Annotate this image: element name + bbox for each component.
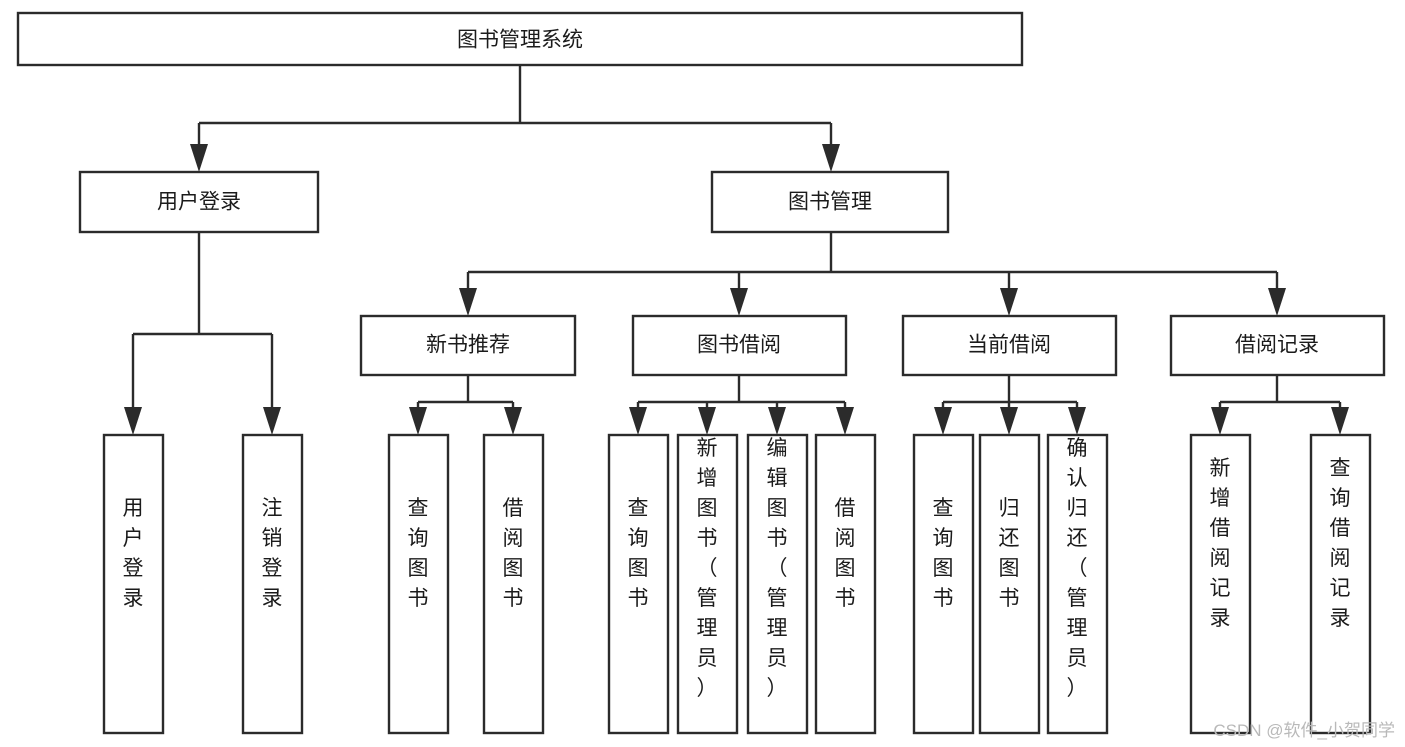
connector-book-management-branch (466, 232, 1279, 292)
arrowhead-leaf-user-login (124, 407, 142, 435)
node-borrow-record[interactable]: 借阅记录 (1169, 314, 1386, 377)
arrowhead-borrow-record (1268, 288, 1286, 316)
node-leaf-query-book-1-label: 查询图书 (408, 497, 429, 610)
node-leaf-user-login-box[interactable] (102, 433, 165, 735)
arrowhead-leaf-query-book-3 (934, 407, 952, 435)
arrowhead-to-user-login (190, 144, 208, 172)
node-root-box[interactable] (16, 11, 1024, 67)
node-book-borrow-box[interactable] (631, 314, 848, 377)
node-leaf-borrow-book-2[interactable]: 借阅图书 (814, 433, 877, 735)
arrowhead-leaf-query-borrow-record (1331, 407, 1349, 435)
node-leaf-logout-login-label: 注销登录 (262, 497, 283, 610)
node-new-book-recommend-box[interactable] (359, 314, 577, 377)
node-leaf-logout-login[interactable]: 注销登录 (241, 433, 304, 735)
arrowhead-current-borrow (1000, 288, 1018, 316)
node-leaf-add-book-box[interactable] (676, 433, 739, 735)
node-leaf-user-login[interactable]: 用户登录 (102, 433, 165, 735)
arrowhead-leaf-logout-login (263, 407, 281, 435)
node-book-borrow[interactable]: 图书借阅 (631, 314, 848, 377)
node-leaf-query-book-2[interactable]: 查询图书 (607, 433, 670, 735)
node-leaf-confirm-return-label: 确认归还（管理员） (1067, 437, 1088, 700)
arrowhead-to-book-management (822, 144, 840, 172)
connector-root-trunk (197, 65, 833, 150)
node-leaf-logout-login-box[interactable] (241, 433, 304, 735)
connector-new-book-recommend-branch (416, 375, 515, 412)
connector-book-borrow-branch (636, 375, 847, 412)
node-borrow-record-box[interactable] (1169, 314, 1386, 377)
node-leaf-edit-book-label: 编辑图书（管理员） (767, 437, 788, 700)
node-current-borrow-label: 当前借阅 (967, 334, 1051, 357)
arrowhead-leaf-query-book-1 (409, 407, 427, 435)
node-root[interactable]: 图书管理系统 (16, 11, 1024, 67)
node-book-management-label: 图书管理 (788, 191, 872, 214)
node-leaf-confirm-return[interactable]: 确认归还（管理员） (1046, 433, 1109, 735)
node-leaf-add-borrow-record[interactable]: 新增借阅记录 (1189, 433, 1252, 735)
node-leaf-query-book-3-label: 查询图书 (933, 497, 954, 610)
node-current-borrow[interactable]: 当前借阅 (901, 314, 1118, 377)
node-leaf-edit-book[interactable]: 编辑图书（管理员） (746, 433, 809, 735)
node-leaf-add-borrow-record-box[interactable] (1189, 433, 1252, 735)
node-root-label: 图书管理系统 (457, 29, 583, 52)
arrowhead-leaf-borrow-book-1 (504, 407, 522, 435)
node-user-login[interactable]: 用户登录 (78, 170, 320, 234)
node-leaf-return-book-box[interactable] (978, 433, 1041, 735)
node-leaf-query-borrow-record[interactable]: 查询借阅记录 (1309, 433, 1372, 735)
node-book-management-box[interactable] (710, 170, 950, 234)
arrowhead-leaf-confirm-return (1068, 407, 1086, 435)
node-leaf-query-book-1[interactable]: 查询图书 (387, 433, 450, 735)
node-user-login-box[interactable] (78, 170, 320, 234)
node-new-book-recommend[interactable]: 新书推荐 (359, 314, 577, 377)
node-leaf-edit-book-box[interactable] (746, 433, 809, 735)
connector-user-login-branch (131, 232, 274, 412)
node-leaf-query-book-1-box[interactable] (387, 433, 450, 735)
node-leaf-add-book-label: 新增图书（管理员） (697, 437, 718, 700)
arrowhead-leaf-return-book (1000, 407, 1018, 435)
arrowhead-leaf-query-book-2 (629, 407, 647, 435)
node-leaf-query-book-3[interactable]: 查询图书 (912, 433, 975, 735)
arrowhead-leaf-add-book (698, 407, 716, 435)
connector-borrow-record-branch (1218, 375, 1342, 412)
node-leaf-borrow-book-1-box[interactable] (482, 433, 545, 735)
arrowhead-new-book-recommend (459, 288, 477, 316)
node-book-borrow-label: 图书借阅 (697, 334, 781, 357)
node-leaf-query-book-2-box[interactable] (607, 433, 670, 735)
arrowhead-leaf-add-borrow-record (1211, 407, 1229, 435)
node-leaf-add-book[interactable]: 新增图书（管理员） (676, 433, 739, 735)
arrowhead-leaf-borrow-book-2 (836, 407, 854, 435)
node-leaf-borrow-book-1[interactable]: 借阅图书 (482, 433, 545, 735)
node-user-login-label: 用户登录 (157, 191, 241, 214)
connector-current-borrow-branch (941, 375, 1079, 412)
node-leaf-user-login-label: 用户登录 (123, 497, 144, 610)
node-leaf-confirm-return-box[interactable] (1046, 433, 1109, 735)
node-leaf-query-borrow-record-label: 查询借阅记录 (1330, 457, 1351, 630)
connector-layer (124, 65, 1349, 435)
node-leaf-query-borrow-record-box[interactable] (1309, 433, 1372, 735)
arrowhead-book-borrow (730, 288, 748, 316)
node-leaf-borrow-book-2-label: 借阅图书 (835, 497, 856, 610)
node-leaf-add-borrow-record-label: 新增借阅记录 (1210, 457, 1231, 630)
node-leaf-query-book-3-box[interactable] (912, 433, 975, 735)
node-leaf-return-book[interactable]: 归还图书 (978, 433, 1041, 735)
node-current-borrow-box[interactable] (901, 314, 1118, 377)
node-leaf-return-book-label: 归还图书 (999, 497, 1020, 610)
node-new-book-recommend-label: 新书推荐 (426, 334, 510, 357)
node-borrow-record-label: 借阅记录 (1235, 334, 1319, 357)
node-leaf-query-book-2-label: 查询图书 (628, 497, 649, 610)
node-leaf-borrow-book-2-box[interactable] (814, 433, 877, 735)
node-book-management[interactable]: 图书管理 (710, 170, 950, 234)
node-leaf-borrow-book-1-label: 借阅图书 (503, 497, 524, 610)
arrowhead-leaf-edit-book (768, 407, 786, 435)
